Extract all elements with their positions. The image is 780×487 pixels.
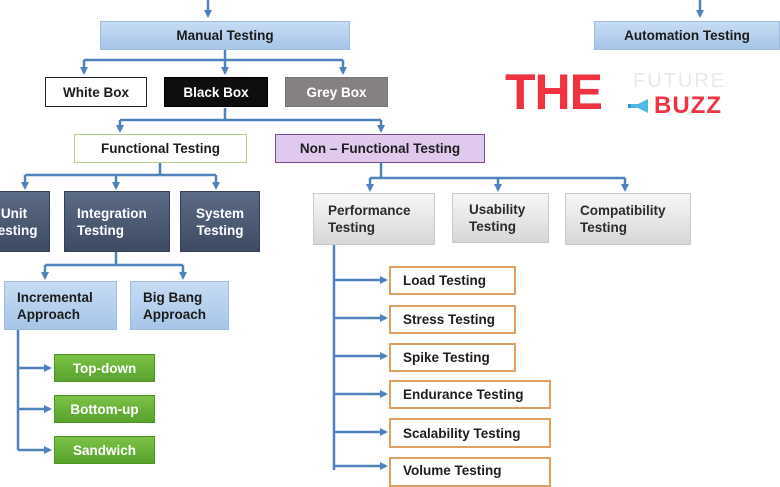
usability-testing-node: Usability Testing [452, 193, 549, 243]
unit-testing-node: Unit Testing [0, 191, 50, 252]
incremental-approach-node: Incremental Approach [4, 281, 117, 330]
scalability-testing-node: Scalability Testing [389, 418, 551, 448]
automation-testing-node: Automation Testing [594, 21, 780, 50]
grey-box-node: Grey Box [285, 77, 388, 107]
logo-the-text: THE [505, 64, 603, 120]
the-future-buzz-logo: THE FUTURE BUZZ [505, 66, 730, 122]
logo-buzz-text: BUZZ [654, 92, 722, 119]
connector-lines [16, 0, 704, 470]
sandwich-label: Sandwich [72, 442, 136, 458]
performance-testing-label-2: Testing [328, 220, 375, 235]
top-down-label: Top-down [72, 360, 137, 376]
top-down-node: Top-down [54, 354, 155, 382]
white-box-label: White Box [63, 84, 129, 100]
big-bang-approach-label-1: Big Bang [143, 289, 203, 305]
megaphone-icon [628, 99, 648, 113]
unit-testing-label-1: Unit [0, 205, 28, 221]
black-box-node: Black Box [164, 77, 268, 107]
integration-testing-label-1: Integration [77, 205, 147, 221]
spike-testing-node: Spike Testing [389, 343, 516, 372]
stress-testing-node: Stress Testing [389, 305, 516, 334]
endurance-testing-label: Endurance Testing [403, 387, 524, 402]
volume-testing-label: Volume Testing [403, 463, 502, 478]
sandwich-node: Sandwich [54, 436, 155, 464]
black-box-label: Black Box [183, 84, 249, 100]
usability-testing-label-1: Usability [469, 202, 526, 217]
compatibility-testing-label-1: Compatibility [580, 203, 666, 218]
unit-testing-label-2: Testing [0, 222, 38, 238]
endurance-testing-node: Endurance Testing [389, 380, 551, 409]
performance-testing-label-1: Performance [328, 203, 411, 218]
bottom-up-node: Bottom-up [54, 395, 155, 423]
incremental-approach-label-2: Approach [17, 306, 81, 322]
bottom-up-label: Bottom-up [70, 401, 139, 417]
volume-testing-node: Volume Testing [389, 457, 551, 487]
system-testing-node: System Testing [180, 191, 260, 252]
usability-testing-label-2: Testing [469, 219, 516, 234]
functional-testing-label: Functional Testing [101, 141, 220, 156]
integration-testing-label-2: Testing [77, 222, 124, 238]
manual-testing-node: Manual Testing [100, 21, 350, 50]
load-testing-node: Load Testing [389, 266, 516, 295]
stress-testing-label: Stress Testing [403, 312, 496, 327]
grey-box-label: Grey Box [306, 84, 367, 100]
white-box-node: White Box [45, 77, 147, 107]
system-testing-label-2: Testing [196, 222, 244, 238]
scalability-testing-label: Scalability Testing [403, 425, 521, 441]
non-functional-testing-node: Non – Functional Testing [275, 134, 485, 163]
integration-testing-node: Integration Testing [64, 191, 170, 252]
load-testing-label: Load Testing [403, 273, 486, 288]
big-bang-approach-node: Big Bang Approach [130, 281, 229, 330]
spike-testing-label: Spike Testing [403, 350, 490, 365]
big-bang-approach-label-2: Approach [143, 306, 207, 322]
compatibility-testing-label-2: Testing [580, 220, 627, 235]
system-testing-label-1: System [195, 205, 245, 221]
manual-testing-label: Manual Testing [176, 28, 274, 43]
performance-testing-node: Performance Testing [313, 193, 435, 245]
incremental-approach-label-1: Incremental [17, 289, 93, 305]
non-functional-testing-label: Non – Functional Testing [299, 141, 461, 156]
compatibility-testing-node: Compatibility Testing [565, 193, 691, 245]
functional-testing-node: Functional Testing [74, 134, 247, 163]
automation-testing-label: Automation Testing [624, 28, 750, 43]
logo-future-text: FUTURE [633, 70, 727, 92]
